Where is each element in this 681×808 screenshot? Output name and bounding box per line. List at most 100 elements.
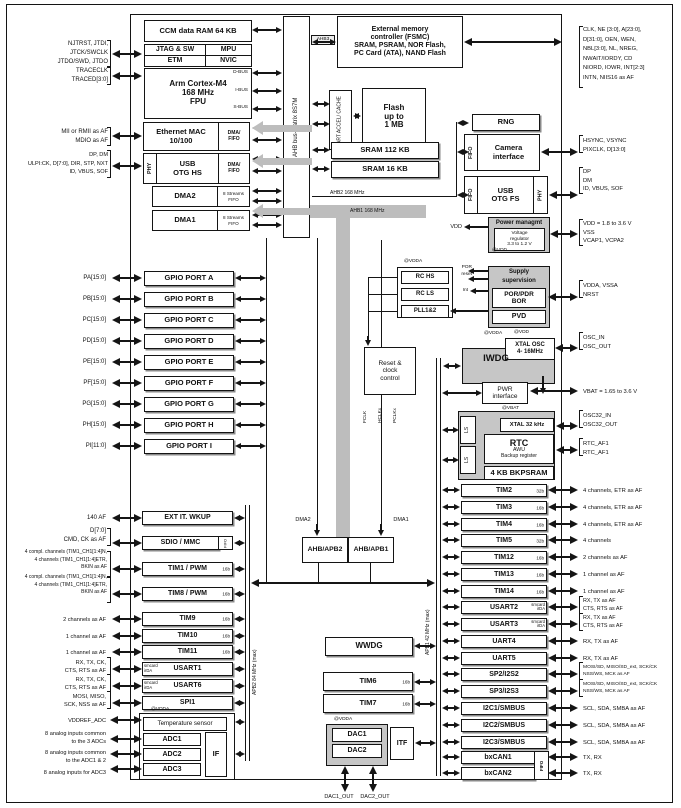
text-line: MPU (220, 46, 237, 54)
connection-arrow (112, 564, 142, 574)
bit-width-tag: 16b (222, 633, 230, 639)
bus-segment (318, 563, 320, 583)
bus-segment (369, 294, 401, 295)
text-line: to the 3 ADCs (71, 739, 106, 745)
connection-arrow (548, 502, 578, 512)
connection-arrow (112, 614, 142, 624)
connection-arrow (377, 524, 384, 536)
text-line: DMA1 (393, 517, 409, 523)
pll-1-2: PLL1&2 (401, 305, 449, 318)
text-line: PH[15:0] (82, 422, 106, 428)
text-line: 10/100 (169, 135, 193, 145)
gpio-port-b: GPIO PORT B (144, 292, 234, 307)
connection-arrow (539, 376, 546, 394)
text-line: PC Card (ATA), NAND Flash (354, 49, 446, 57)
text-line: RX, TX as AF (583, 598, 616, 604)
connection-arrow (548, 292, 578, 302)
tim13-pins: 1 channel as AF (583, 571, 677, 579)
gpio-a-pin: PA[15:0] (58, 274, 106, 282)
gpio-i-pin: PI[11:0] (58, 442, 106, 450)
text-line: 4 channels, ETR as AF (583, 488, 643, 494)
text-line: POR/PDR (504, 290, 534, 298)
connection-arrow (235, 379, 266, 386)
connection-arrow (112, 315, 142, 325)
connection-arrow (548, 768, 578, 778)
text-line: SRAM 112 KB (360, 145, 410, 155)
text-line: AHB3 (316, 37, 330, 43)
text-line: NSS/WS, MCK as AF (583, 689, 630, 695)
connection-arrow (112, 664, 142, 674)
text-line: VBAT = 1.65 to 3.6 V (583, 389, 638, 395)
gray-bus-arrow (252, 121, 312, 135)
connection-arrow (312, 38, 336, 45)
pin-group-bracket (107, 551, 111, 578)
text-line: Int (462, 288, 468, 293)
text-line: RX, TX, CK, (75, 677, 106, 683)
gpio-e-pin: PE[15:0] (58, 358, 106, 366)
gpio-port-c: GPIO PORT C (144, 313, 234, 328)
connection-arrow (442, 704, 460, 711)
connection-arrow (234, 539, 245, 546)
pin-group-bracket (579, 410, 583, 428)
text-line: HSYNC, VSYNC (583, 138, 627, 144)
text-line: INTN, NIIS16 as AF (583, 74, 634, 81)
ahb-apb2-bridge: AHB/APB2 (302, 537, 348, 563)
text-line: @VBAT (502, 406, 520, 411)
gpio-port-a: GPIO PORT A (144, 271, 234, 286)
connection-arrow (252, 221, 282, 228)
text-line: TIM7 (359, 698, 377, 708)
text-line: irDA (536, 623, 545, 629)
bus-segment (440, 358, 442, 776)
text-line: 8 Streams (223, 191, 244, 197)
text-line: RX, TX as AF (583, 656, 619, 662)
pin-group-bracket (579, 167, 583, 194)
text-line: OSC32_OUT (583, 421, 618, 428)
connection-arrow (234, 682, 245, 689)
text-line: JTAG & SW (155, 46, 195, 54)
pin-group-bracket (579, 613, 583, 631)
text-line: SCK, NSS as AF (64, 702, 106, 708)
gpio-port-d: GPIO PORT D (144, 334, 234, 349)
text-line: 4 KB BKPSRAM (490, 467, 548, 477)
connection-arrow (112, 589, 142, 599)
sp3-i2s3: SP3/I2S3 (461, 685, 547, 698)
pin-group-bracket (107, 66, 111, 85)
iwdg-label: IWDG (468, 354, 524, 364)
uart5: UART5 (461, 652, 547, 665)
bit-width-tag: 16b (536, 521, 544, 527)
text-line: DAC1_OUT (324, 794, 354, 800)
connection-arrow (112, 647, 142, 657)
text-line: 4 compl. channels (TIM1_CH1[1:4]N, (24, 574, 107, 580)
connection-arrow (548, 485, 578, 495)
connection-arrow (548, 653, 578, 663)
connection-arrow (252, 167, 282, 174)
text-line: CCM data RAM 64 KB (159, 25, 237, 35)
tim12-pins: 2 channels as AF (583, 554, 677, 562)
text-line: TIM1 / PWM (168, 565, 207, 573)
iwdg-band (462, 348, 555, 384)
connection-arrow (112, 131, 142, 141)
text-line: CMD, CK as AF (63, 536, 106, 543)
text-line: GPIO PORT G (164, 399, 214, 409)
sram-112: SRAM 112 KB (331, 142, 439, 159)
text-line: SRAM, PSRAM, NOR Flash, (354, 42, 446, 49)
text-line: JTDO/SWD, JTDO (57, 58, 108, 65)
can2-pins: TX, RX (583, 770, 677, 778)
text-line: VDD (450, 224, 462, 230)
chip-border (130, 14, 562, 780)
connection-arrow (442, 637, 460, 644)
text-line: @VDD (514, 330, 529, 335)
vddref-pin: VDDREF_ADC (4, 717, 106, 725)
text-line: FIFO (228, 135, 240, 142)
vdd-label: VDD (442, 223, 462, 231)
